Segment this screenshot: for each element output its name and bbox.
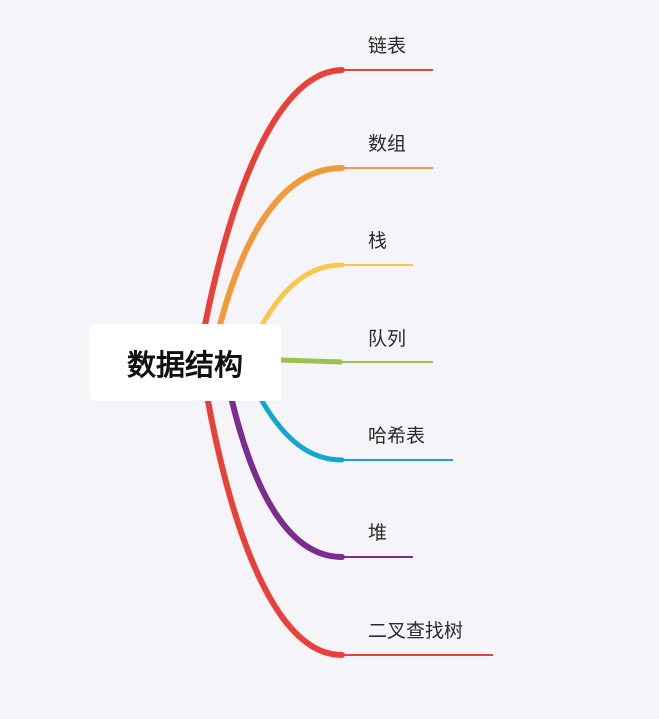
node-label-queue[interactable]: 队列 — [368, 328, 407, 350]
node-label-array[interactable]: 数组 — [368, 133, 407, 155]
branch-curve-stack — [259, 262, 345, 328]
node-label-heap[interactable]: 堆 — [368, 522, 388, 544]
branch-curve-linked-list — [202, 67, 345, 328]
node-label-hash-table[interactable]: 哈希表 — [368, 425, 426, 447]
node-label-bst[interactable]: 二叉查找树 — [368, 620, 464, 642]
node-label-stack[interactable]: 栈 — [368, 230, 388, 252]
node-label-linked-list[interactable]: 链表 — [368, 35, 407, 57]
root-label: 数据结构 — [126, 347, 243, 382]
branch-curve-array — [217, 165, 345, 328]
branch-curve-heap — [229, 398, 345, 560]
root-node[interactable]: 数据结构 — [89, 324, 281, 401]
branch-curve-hash-table — [259, 398, 345, 463]
branch-curve-bst — [205, 398, 345, 658]
branch-curve-queue — [280, 357, 343, 365]
